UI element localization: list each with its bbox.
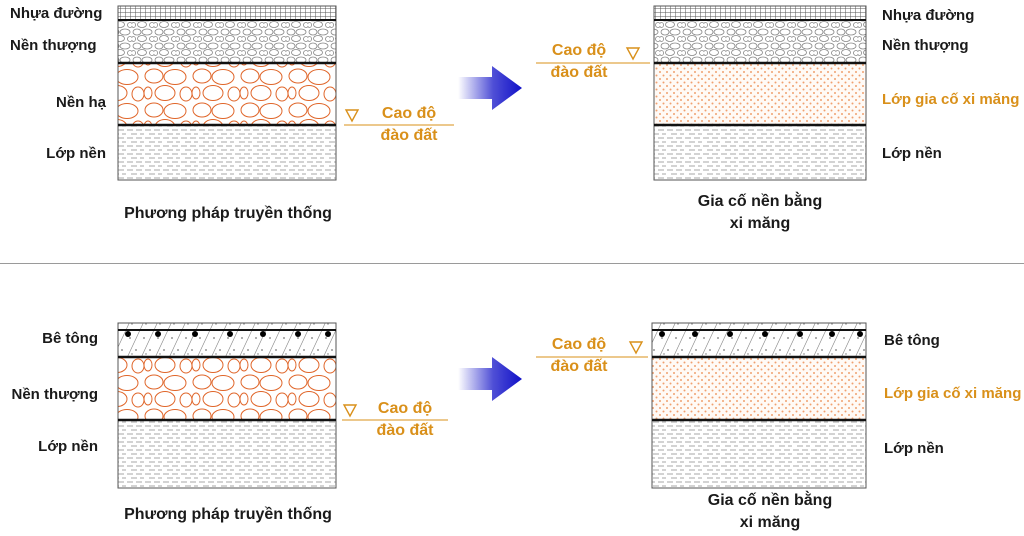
excavation-label-line1: Cao độ — [377, 400, 433, 417]
excavation-label-line2: đào đất — [550, 358, 608, 375]
layer-label-concrete: Bê tông — [42, 330, 98, 347]
subgrade-layer — [118, 420, 336, 488]
caption-cement-line2: xi măng — [739, 514, 801, 531]
layer-label-lower-base: Nền hạ — [55, 94, 106, 111]
upper-base-layer — [654, 20, 866, 63]
asphalt-layer — [654, 6, 866, 20]
top-right-section — [536, 5, 867, 181]
concrete-layer — [652, 323, 866, 357]
subgrade-layer — [118, 125, 336, 180]
excavation-level-triangle-icon — [628, 341, 644, 355]
excavation-label-line2: đào đất — [550, 64, 608, 81]
caption-cement-line2: xi măng — [729, 215, 791, 232]
subgrade-layer — [654, 125, 866, 180]
excavation-level-triangle-icon — [342, 404, 358, 418]
excavation-label-line2: đào đất — [380, 127, 438, 144]
subgrade-layer — [652, 420, 866, 488]
caption-traditional: Phương pháp truyền thống — [124, 506, 332, 523]
caption-cement-line1: Gia cố nền bằng — [707, 492, 833, 509]
upper-base-layer — [118, 357, 336, 420]
upper-base-layer — [118, 20, 336, 63]
layer-label-upper-base: Nền thượng — [10, 37, 97, 54]
bottom-right-section — [536, 322, 867, 489]
bottom-left-section — [117, 322, 448, 489]
layer-label-cement: Lớp gia cố xi măng — [884, 385, 1022, 402]
layer-label-subgrade: Lớp nền — [46, 145, 106, 162]
direction-arrow-icon — [458, 357, 522, 401]
caption-traditional: Phương pháp truyền thống — [124, 205, 332, 222]
section-divider — [0, 263, 1024, 264]
excavation-label-line1: Cao độ — [551, 42, 607, 59]
layer-label-upper-base: Nền thượng — [882, 37, 969, 54]
layer-label-subgrade: Lớp nền — [882, 145, 942, 162]
layer-label-cement: Lớp gia cố xi măng — [882, 91, 1020, 108]
excavation-label-line1: Cao độ — [551, 336, 607, 353]
caption-cement-line1: Gia cố nền bằng — [697, 193, 823, 210]
excavation-level-triangle-icon — [625, 47, 641, 61]
excavation-label-line1: Cao độ — [381, 105, 437, 122]
excavation-label: Cao độ đào đất — [536, 334, 622, 378]
cement-stabilized-layer — [654, 63, 866, 125]
layer-label-upper-base: Nền thượng — [11, 386, 98, 403]
lower-base-layer — [118, 63, 336, 125]
rebar-dots — [659, 331, 863, 337]
concrete-layer — [118, 323, 336, 357]
excavation-label-line2: đào đất — [376, 422, 434, 439]
excavation-label: Cao độ đào đất — [366, 103, 452, 147]
layer-label-asphalt: Nhựa đường — [882, 7, 975, 24]
layer-label-concrete: Bê tông — [884, 332, 940, 349]
layer-label-asphalt: Nhựa đường — [10, 5, 103, 22]
layer-label-subgrade: Lớp nền — [38, 438, 98, 455]
excavation-level-triangle-icon — [344, 109, 360, 123]
top-left-section — [117, 5, 454, 181]
direction-arrow-icon — [458, 66, 522, 110]
caption-cement: Gia cố nền bằng xi măng — [670, 490, 870, 534]
layer-label-subgrade: Lớp nền — [884, 440, 944, 457]
excavation-label: Cao độ đào đất — [362, 398, 448, 442]
rebar-dots — [125, 331, 331, 337]
cement-stabilized-layer — [652, 357, 866, 420]
asphalt-layer — [118, 6, 336, 20]
excavation-label: Cao độ đào đất — [536, 40, 622, 84]
caption-cement: Gia cố nền bằng xi măng — [660, 191, 860, 235]
